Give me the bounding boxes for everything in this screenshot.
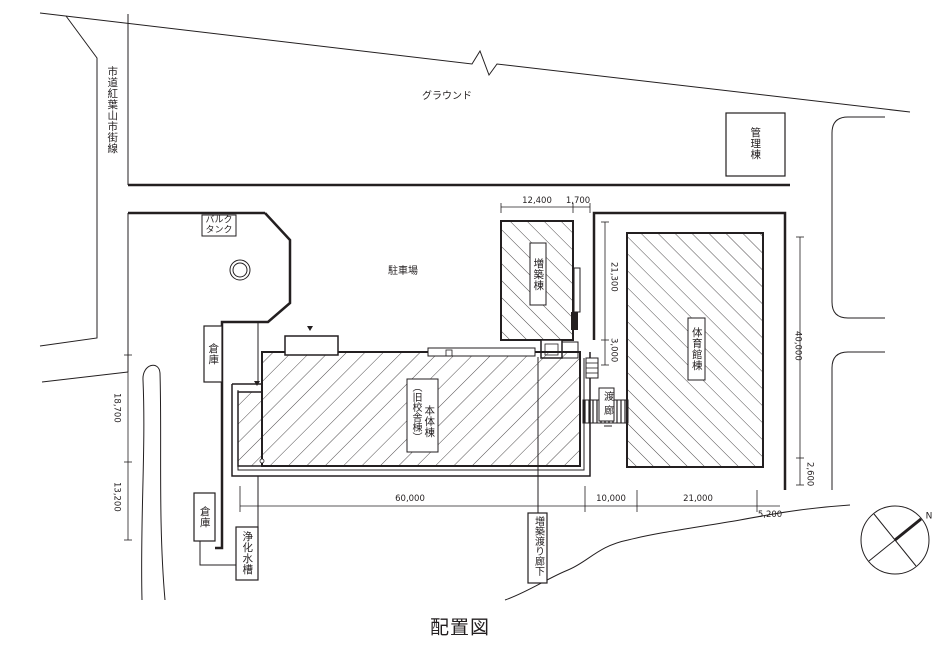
gym-label: 体育館棟	[690, 327, 703, 371]
storage-upper-box	[203, 325, 223, 383]
entrance-marker-triangle-icon	[307, 326, 313, 331]
main-building-canopy	[427, 347, 536, 357]
parking-label: 駐車場	[388, 266, 418, 277]
bulk-tank-outer-icon	[229, 259, 251, 281]
dim-left-upper: 18,700	[111, 393, 122, 423]
dim-left-lower: 13,200	[111, 482, 122, 512]
gym-label-box	[687, 317, 706, 381]
dim-gym-margin: 2,600	[804, 462, 815, 487]
main-building-sublabel: （旧校舎棟）	[410, 382, 421, 442]
road-left-edge	[39, 15, 98, 347]
extension-stair-dark	[571, 312, 578, 330]
main-label-box	[406, 378, 439, 453]
main-building-entrance	[284, 335, 339, 356]
dim-gym-depth: 40,000	[792, 331, 803, 361]
wing-marker-triangle-icon	[254, 381, 260, 386]
dim-gym-width: 21,000	[683, 493, 713, 504]
extension-label-box	[529, 242, 547, 306]
north-compass-icon	[860, 505, 930, 575]
storage-lower-box	[193, 492, 216, 542]
bottom-contour-line	[504, 504, 851, 601]
main-stair-steps	[586, 362, 598, 374]
septic-area-line	[199, 541, 236, 566]
right-road-lower-edge	[831, 351, 885, 490]
main-building-label: 本体棟	[423, 405, 436, 438]
extension-label: 増築棟	[532, 258, 545, 291]
road-label: 市道紅葉山市街線	[106, 66, 119, 154]
extension-corridor-label: 増築渡り廊下	[532, 516, 544, 576]
corner-point	[259, 458, 265, 464]
bulk-tank-inner-icon	[232, 262, 248, 278]
compass-north-label: N	[925, 511, 933, 522]
dim-right-margin: 5,200	[757, 509, 783, 520]
bulk-tank-label-line1: バルク	[205, 215, 233, 226]
extension-stair	[573, 267, 581, 313]
main-building-wing	[237, 391, 263, 467]
road-lower-edge	[41, 371, 129, 383]
canopy-square	[445, 349, 453, 357]
ground-label: グラウンド	[422, 91, 472, 102]
dim-ext-connector: 3,000	[608, 338, 619, 363]
dim-main-width: 60,000	[395, 493, 425, 504]
septic-tank-label: 浄化水槽	[241, 531, 254, 575]
ground-boundary-line	[39, 12, 911, 113]
extension-corridor-label-box	[527, 512, 548, 584]
dim-ext-width: 12,400	[522, 195, 552, 206]
bulk-tank-label-line2: タンク	[205, 225, 233, 236]
admin-building-label: 管理棟	[749, 127, 762, 160]
septic-tank-box	[235, 526, 259, 581]
page-title: 配置図	[429, 616, 491, 639]
left-contour-line	[141, 364, 166, 601]
parking-boundary	[215, 212, 292, 550]
dim-gap-width: 10,000	[596, 493, 626, 504]
storage-upper-label: 倉庫	[207, 343, 220, 365]
corridor-label-box	[598, 387, 615, 422]
bulk-tank-label-box	[201, 214, 237, 237]
dim-ext-gap: 1,700	[565, 195, 591, 206]
admin-building-box	[725, 112, 786, 177]
dimension-lines	[124, 203, 804, 541]
right-road-upper-edge	[831, 116, 885, 319]
property-line-right	[592, 211, 787, 490]
dim-ext-depth: 21,300	[608, 262, 619, 292]
corridor-label: 渡廊	[601, 391, 613, 419]
storage-lower-label: 倉庫	[198, 506, 211, 528]
